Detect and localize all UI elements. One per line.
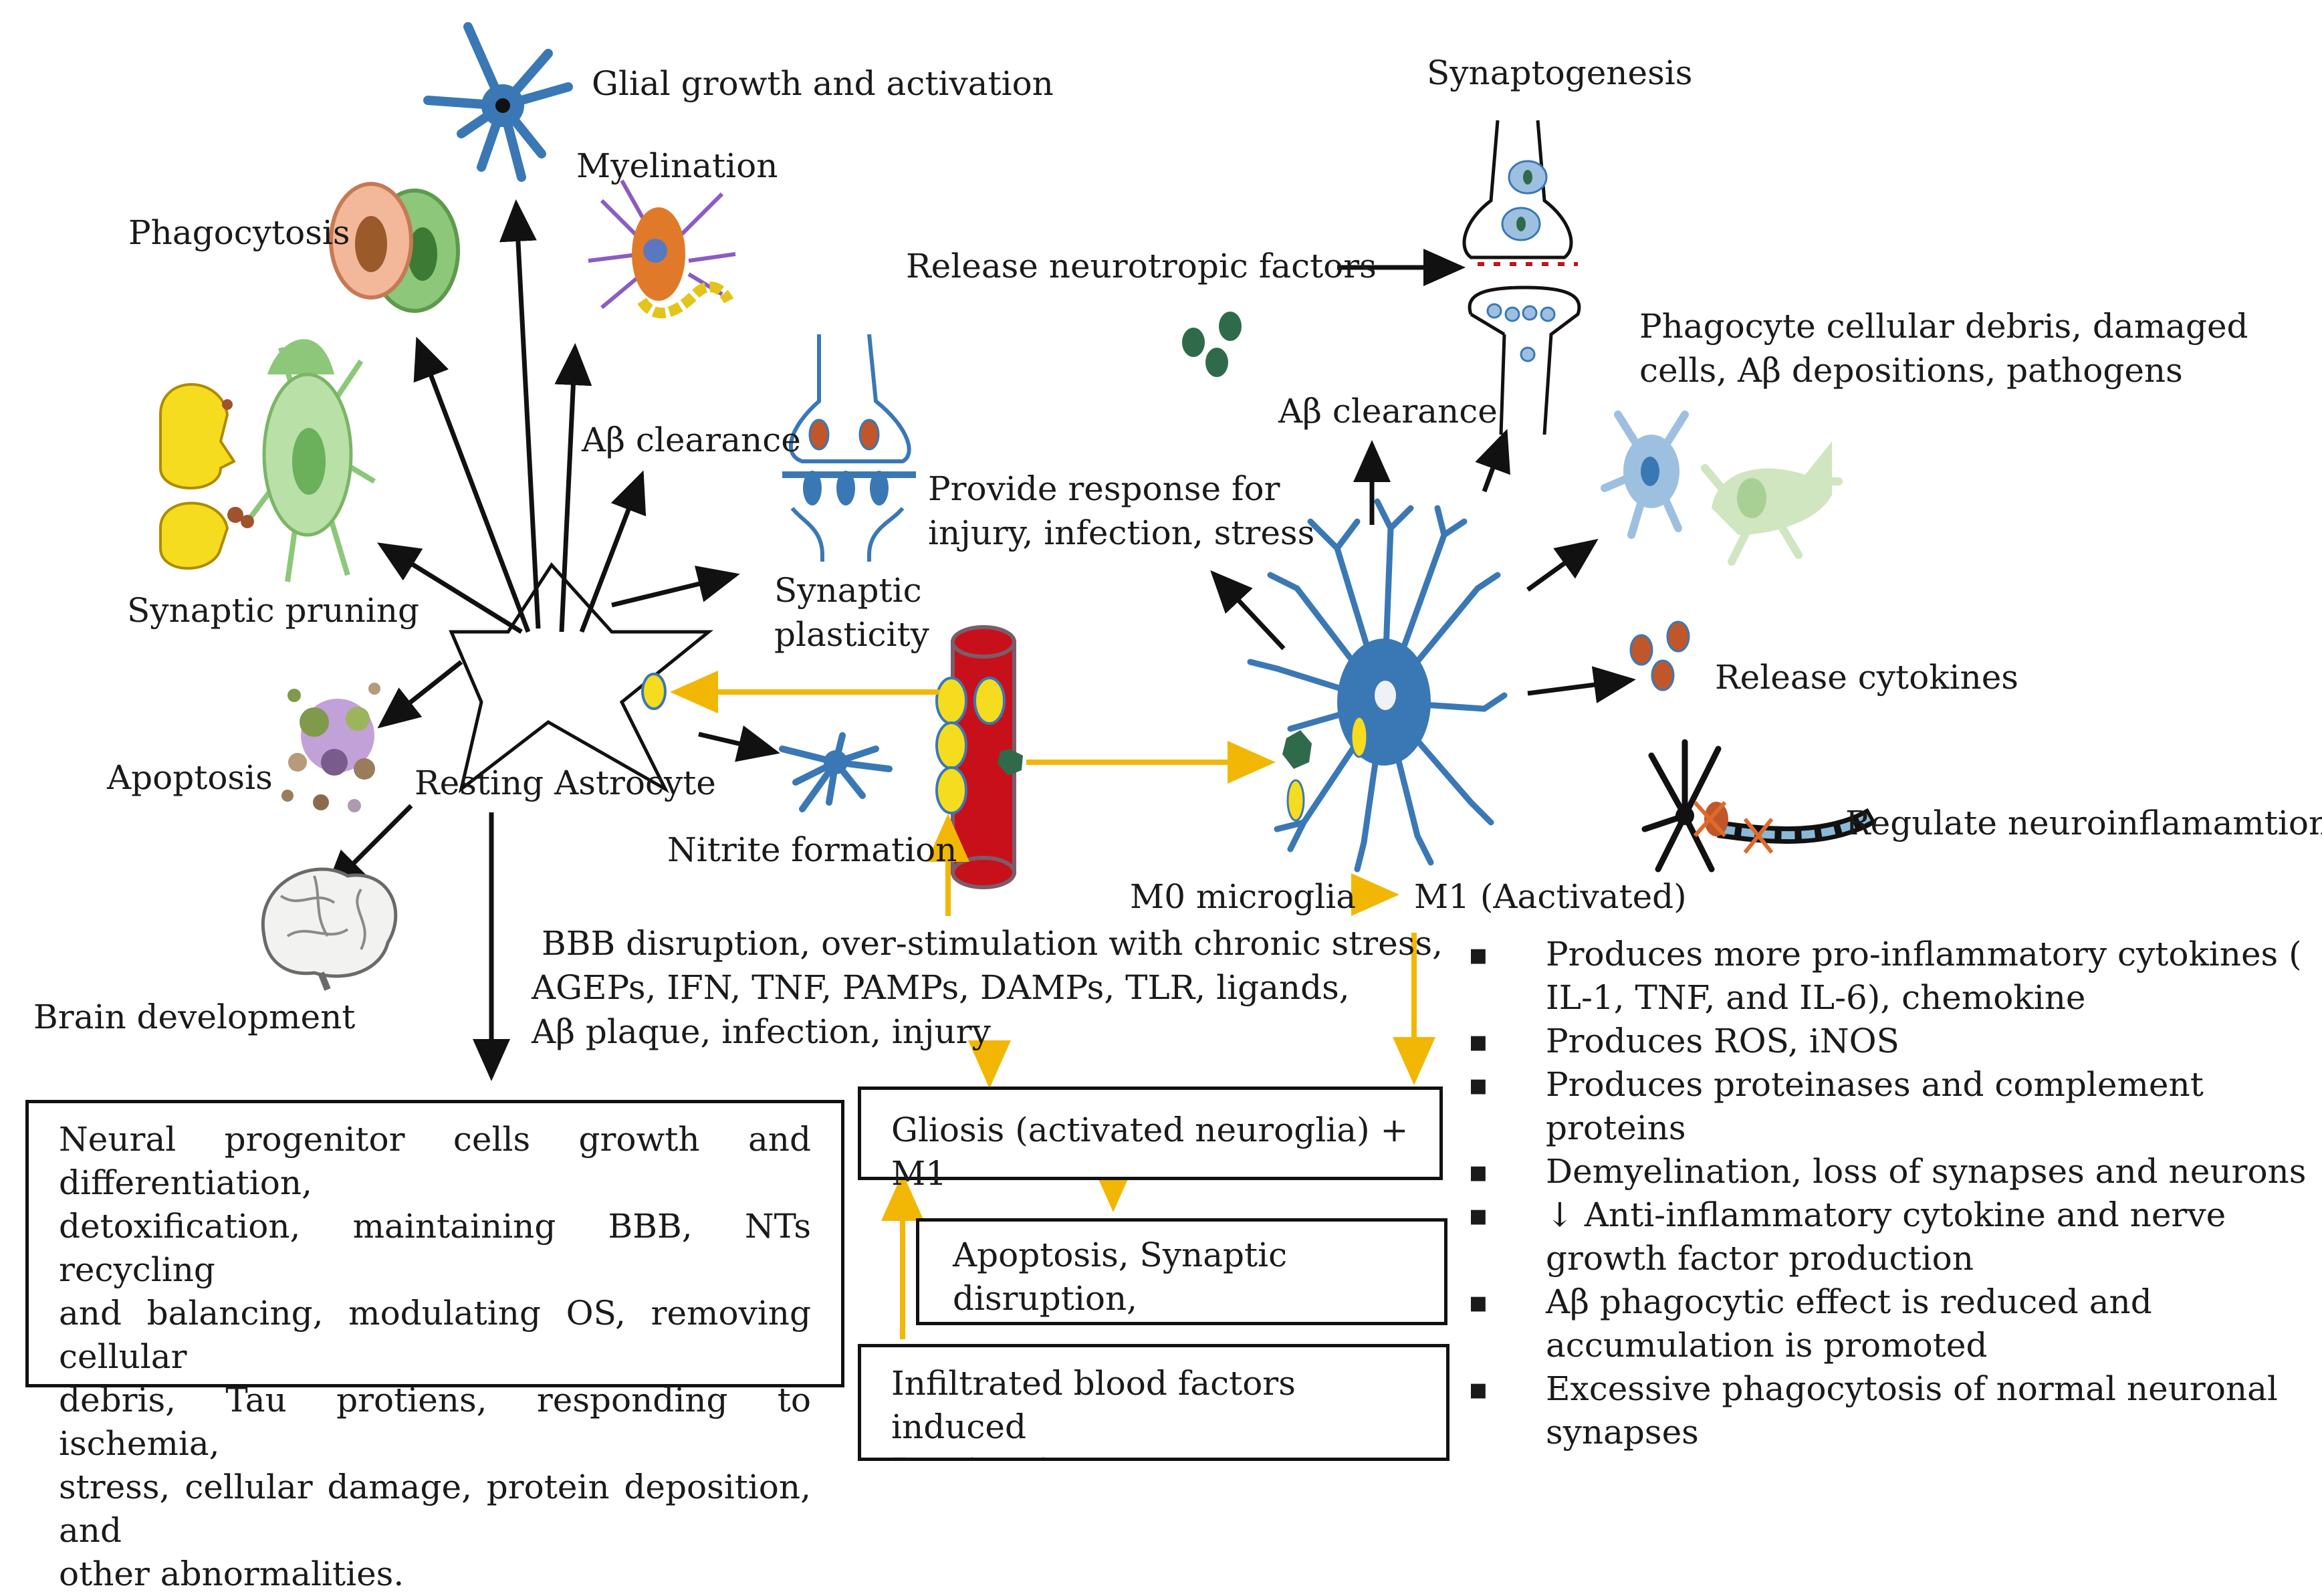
astrocyte-box-line: stress, cellular damage, protein deposit… bbox=[59, 1468, 811, 1550]
m1-effect-item: Produces proteinases and complement prot… bbox=[1468, 1063, 2311, 1150]
astrocyte-yellow-marker bbox=[641, 673, 667, 710]
synaptic-pruning-icon bbox=[159, 339, 376, 582]
m0-microglia-label: M0 microglia bbox=[1130, 877, 1357, 916]
blood-vessel-icon bbox=[935, 625, 1023, 889]
microglia-green-marker bbox=[1282, 730, 1312, 769]
outcome-line-2: disruption, Neurodegeneration bbox=[953, 1279, 1138, 1318]
m1-effect-item: Excessive phagocytosis of normal neurona… bbox=[1468, 1367, 2311, 1454]
gliosis-text: Gliosis (activated neuroglia) + M1 bbox=[891, 1111, 1409, 1193]
microglia-yellow-marker-2 bbox=[1286, 779, 1305, 822]
neurotropic-factors-label: Release neurotropic factors bbox=[906, 247, 1377, 286]
neurotropic-particles-icon bbox=[1182, 312, 1242, 377]
m1-effect-item: Aβ phagocytic effect is reduced and accu… bbox=[1468, 1280, 2311, 1367]
microglia-arrows bbox=[1210, 249, 1636, 703]
astrocyte-box-line: other abnormalities. bbox=[59, 1555, 404, 1593]
phagocytosis-label: Phagocytosis bbox=[128, 213, 350, 252]
flow-arrows bbox=[670, 671, 1435, 1339]
synaptogenesis-icon bbox=[1462, 120, 1581, 435]
triggers-line-2: AGEPs, IFN, TNF, PAMPs, DAMPs, TLR, liga… bbox=[532, 968, 1350, 1007]
m1-effect-item: Produces ROS, iNOS bbox=[1468, 1020, 2311, 1063]
triggers-line-1: BBB disruption, over-stimulation with ch… bbox=[542, 924, 1443, 963]
phagocyte-cells-icon bbox=[1601, 411, 1843, 566]
neuroinflammation-icon bbox=[1641, 739, 1877, 873]
response-label-2: injury, infection, stress bbox=[928, 514, 1315, 552]
synaptic-plasticity-icon bbox=[782, 334, 916, 562]
astrocyte-functions-box: Neural progenitor cells growth and diffe… bbox=[25, 1100, 844, 1593]
triggers-line-3: Aβ plaque, infection, injury bbox=[532, 1012, 991, 1051]
resting-astrocyte-star bbox=[449, 562, 714, 794]
resting-astrocyte-label: Resting Astrocyte bbox=[415, 764, 716, 802]
gliosis-box: Gliosis (activated neuroglia) + M1 bbox=[858, 1087, 1443, 1193]
synaptic-plasticity-label-2: plasticity bbox=[774, 615, 929, 654]
infiltrated-box: Infiltrated blood factors induced Restin… bbox=[858, 1344, 1449, 1461]
astrocyte-box-line: Neural progenitor cells growth and diffe… bbox=[59, 1120, 811, 1202]
microglia-cell-icon bbox=[1247, 498, 1508, 873]
phagocytosis-cells-icon bbox=[329, 182, 460, 313]
diagram-canvas bbox=[159, 22, 1877, 1339]
glial-cell-icon bbox=[423, 22, 573, 182]
m1-effects-list: Produces more pro-inflammatory cytokines… bbox=[1468, 933, 2311, 1454]
astrocyte-box-line: and balancing, modulating OS, removing c… bbox=[59, 1294, 811, 1376]
myelination-cell-icon bbox=[588, 179, 736, 318]
outcome-line-1: Apoptosis, Synaptic bbox=[953, 1236, 1288, 1274]
outcome-box: Apoptosis, Synaptic disruption, Neurodeg… bbox=[916, 1218, 1447, 1325]
release-cytokines-label: Release cytokines bbox=[1715, 658, 2018, 697]
glial-growth-label: Glial growth and activation bbox=[592, 64, 1054, 103]
astrocyte-abeta-label: Aβ clearance bbox=[582, 421, 801, 459]
synaptic-pruning-label: Synaptic pruning bbox=[127, 591, 420, 630]
phagocyte-debris-label-2: cells, Aβ depositions, pathogens bbox=[1639, 351, 2183, 390]
m1-effect-item: ↓ Anti-inflammatory cytokine and nerve g… bbox=[1468, 1193, 2311, 1280]
infiltrated-line-1: Infiltrated blood factors induced bbox=[891, 1364, 1296, 1446]
m1-activated-label: M1 (Aactivated) bbox=[1414, 877, 1687, 916]
infiltrated-line-2: Resting Astrocyte over-activation bbox=[891, 1449, 1416, 1458]
nitrite-formation-label: Nitrite formation bbox=[667, 830, 957, 869]
m1-effect-item: Produces more pro-inflammatory cytokines… bbox=[1468, 933, 2311, 1020]
apoptosis-icon bbox=[281, 683, 380, 812]
synaptogenesis-label: Synaptogenesis bbox=[1427, 53, 1693, 92]
regulate-neuroinflammation-label: Regulate neuroinflamamtion bbox=[1845, 804, 2322, 842]
phagocyte-debris-label-1: Phagocyte cellular debris, damaged bbox=[1639, 307, 2248, 346]
astrocyte-box-line: detoxification, maintaining BBB, NTs rec… bbox=[59, 1207, 811, 1289]
synaptic-plasticity-label-1: Synaptic bbox=[774, 571, 922, 610]
astrocyte-box-line: debris, Tau protiens, responding to isch… bbox=[59, 1381, 811, 1463]
response-label-1: Provide response for bbox=[928, 469, 1280, 508]
nitrite-cell-icon bbox=[779, 732, 893, 812]
apoptosis-label: Apoptosis bbox=[107, 758, 273, 797]
cytokine-particles-icon bbox=[1629, 620, 1690, 691]
microglia-yellow-marker-1 bbox=[1350, 715, 1369, 758]
myelination-label: Myelination bbox=[576, 146, 778, 185]
microglia-abeta-label: Aβ clearance bbox=[1278, 392, 1498, 431]
brain-development-label: Brain development bbox=[33, 998, 356, 1036]
m1-effect-item: Demyelination, loss of synapses and neur… bbox=[1468, 1150, 2311, 1193]
brain-icon bbox=[261, 867, 398, 991]
